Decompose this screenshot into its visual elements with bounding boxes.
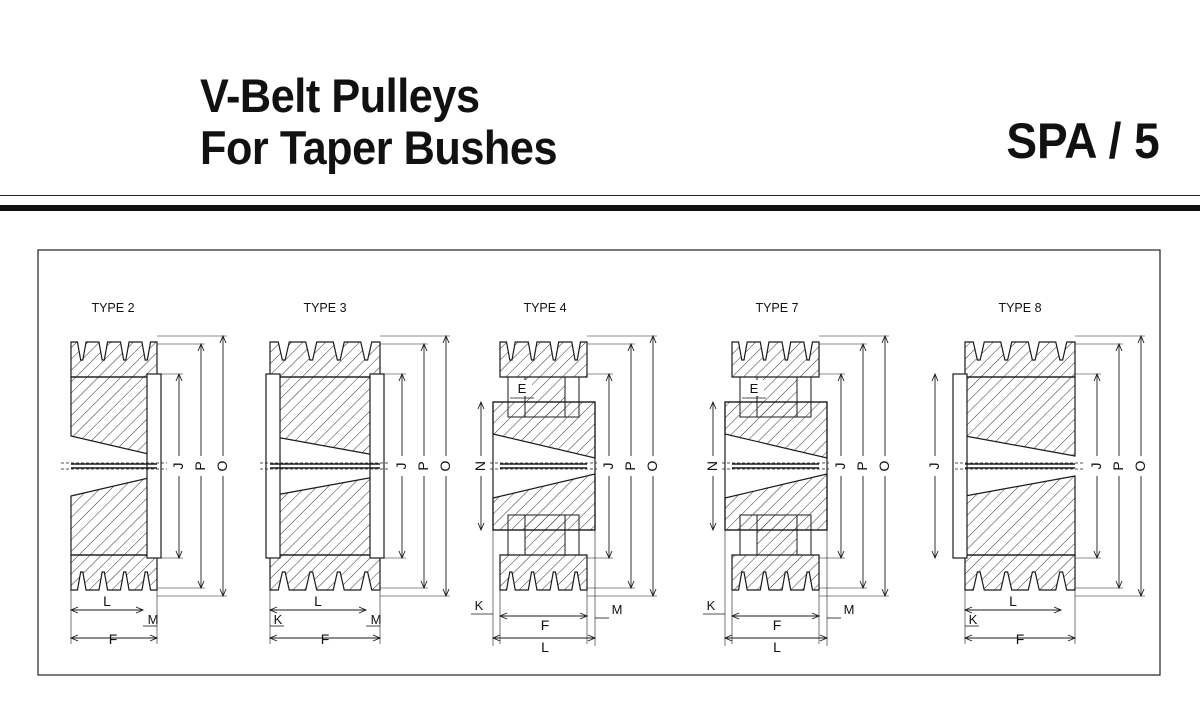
dim-label-p: P [415, 461, 431, 470]
dim-label-p: P [192, 461, 208, 470]
dim-label-n: N [472, 461, 488, 471]
rim-top [964, 341, 1076, 378]
type-label: TYPE 3 [303, 301, 346, 315]
rim-top [70, 341, 158, 378]
rim-bottom [269, 554, 381, 591]
dim-label-l: L [314, 593, 322, 609]
dim-label-o: O [1132, 460, 1148, 471]
dim-label-p: P [1110, 461, 1126, 470]
dim-label-o: O [214, 460, 230, 471]
hub-bottom [724, 473, 828, 531]
dim-label-j: J [600, 463, 616, 470]
flange-left [265, 373, 281, 559]
flange-left [952, 373, 968, 559]
hub-top [724, 401, 828, 459]
hub-bottom [269, 475, 381, 556]
dim-label-m: M [148, 612, 159, 627]
hub-top [964, 376, 1076, 457]
hub-bottom [70, 475, 158, 556]
rim-bottom [499, 554, 588, 591]
dim-label-j: J [1088, 463, 1104, 470]
drawing-frame [37, 249, 1161, 676]
rim-top [731, 341, 820, 378]
dim-label-f: F [541, 617, 550, 633]
dim-label-o: O [437, 460, 453, 471]
dim-label-e: E [518, 381, 527, 396]
rim-bottom [70, 554, 158, 591]
dim-label-p: P [854, 461, 870, 470]
dim-label-j-left: J [926, 463, 942, 470]
type-label: TYPE 4 [523, 301, 566, 315]
hub-top [492, 401, 596, 459]
dim-label-l: L [541, 639, 549, 655]
dim-label-f: F [773, 617, 782, 633]
hub-bottom [492, 473, 596, 531]
dim-label-e: E [750, 381, 759, 396]
dim-label-k: K [707, 598, 716, 613]
header-rule-thin [0, 195, 1200, 196]
dim-label-j: J [832, 463, 848, 470]
title-line-1: V-Belt Pulleys [200, 69, 480, 122]
dim-label-l: L [103, 593, 111, 609]
type-label: TYPE 7 [755, 301, 798, 315]
hub-top [70, 376, 158, 457]
dim-label-o: O [876, 460, 892, 471]
dim-label-p: P [622, 461, 638, 470]
rim-top [499, 341, 588, 378]
title-line-2: For Taper Bushes [200, 121, 558, 174]
rim-bottom [964, 554, 1076, 591]
hub-outline [724, 401, 828, 531]
dim-label-o: O [644, 460, 660, 471]
dim-label-f: F [1016, 631, 1025, 647]
dim-label-n: N [704, 461, 720, 471]
rim-top [269, 341, 381, 378]
series-code: SPA / 5 [1006, 113, 1160, 169]
dim-label-m: M [844, 602, 855, 617]
dim-label-f: F [321, 631, 330, 647]
type-label: TYPE 2 [91, 301, 134, 315]
type-label: TYPE 8 [998, 301, 1041, 315]
hub-bottom [964, 475, 1076, 556]
hub-top [269, 376, 381, 457]
flange-right [146, 373, 162, 559]
dim-label-m: M [371, 612, 382, 627]
dim-label-f: F [109, 631, 118, 647]
page-title: V-Belt Pulleys For Taper Bushes [200, 69, 558, 174]
hub-outline [492, 401, 596, 531]
dim-label-k: K [969, 612, 978, 627]
dim-label-j: J [393, 463, 409, 470]
dim-label-l: L [773, 639, 781, 655]
dim-label-k: K [274, 612, 283, 627]
header-rule-thick [0, 205, 1200, 211]
dim-label-j: J [170, 463, 186, 470]
dim-label-k: K [475, 598, 484, 613]
flange-right [369, 373, 385, 559]
dim-label-m: M [612, 602, 623, 617]
dim-label-l: L [1009, 593, 1017, 609]
rim-bottom [731, 554, 820, 591]
